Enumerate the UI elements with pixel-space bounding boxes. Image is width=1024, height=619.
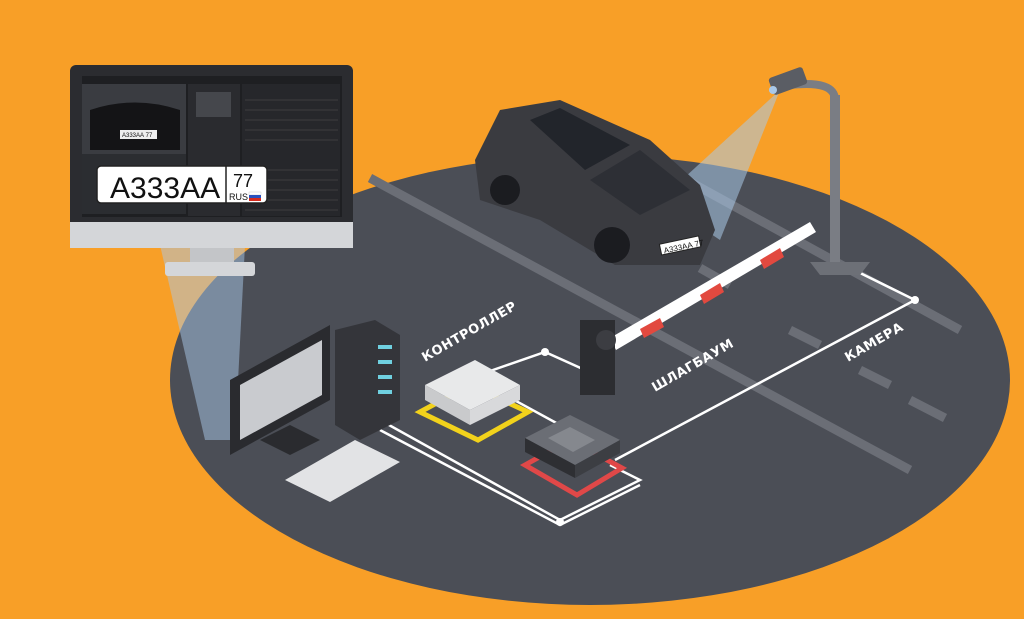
license-plate-large: А333АА 77 RUS [96, 165, 268, 205]
wire-nodes [541, 296, 919, 526]
car: А333АА 77 [475, 100, 715, 265]
network-switch [519, 415, 628, 498]
plate-number: А333АА [110, 172, 220, 205]
screen-small-plate: А333АА 77 [122, 133, 153, 139]
workstation [230, 320, 400, 502]
plate-country: RUS [229, 192, 248, 202]
controller-device [414, 360, 534, 443]
barrier [580, 222, 816, 395]
monitor-beam [160, 245, 245, 440]
plate-region: 77 [233, 171, 253, 191]
camera [768, 67, 870, 275]
monitor: А333АА 77 А333АА 77 RUS [70, 65, 353, 276]
